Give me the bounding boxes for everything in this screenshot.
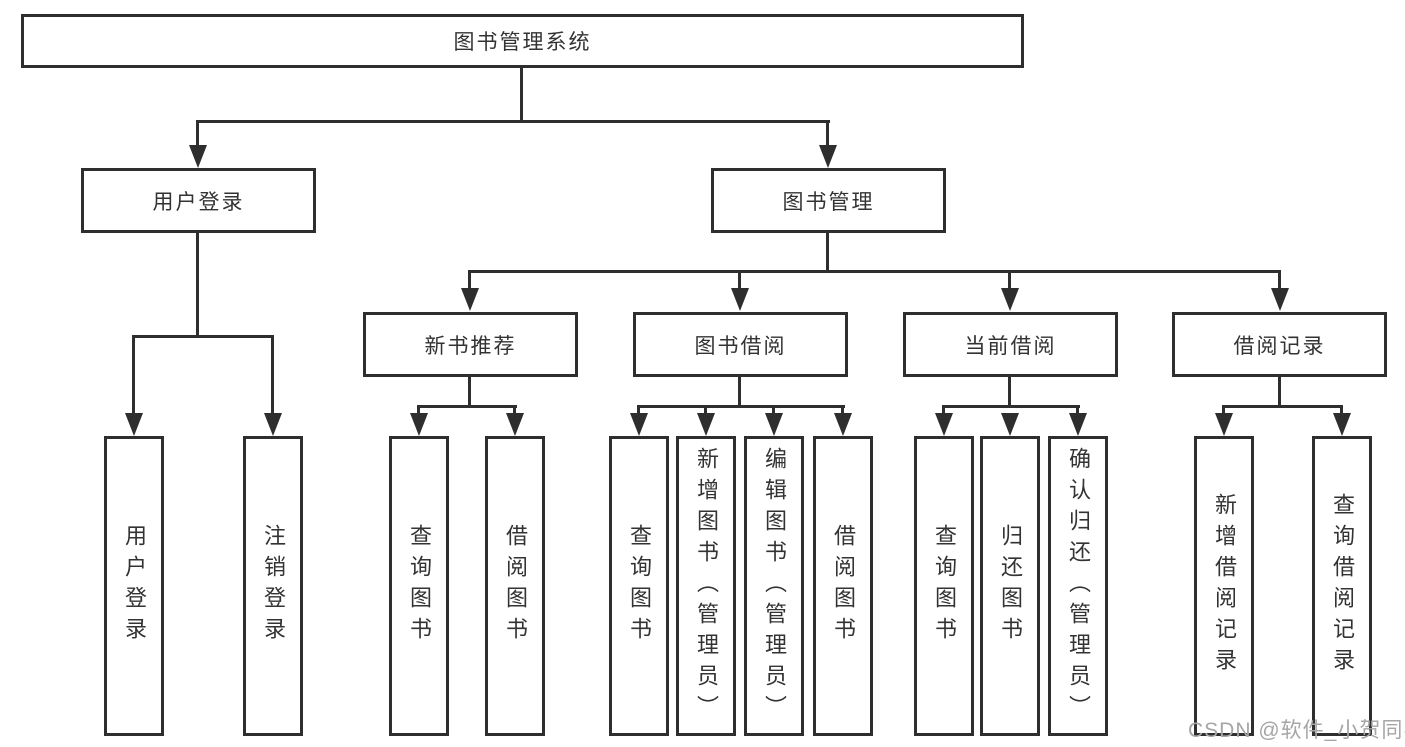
arrow-down-icon	[1069, 413, 1087, 436]
connector-line	[738, 270, 741, 292]
arrow-down-icon	[1001, 413, 1019, 436]
node-edit-book-admin: 编辑图书（管理员）	[744, 436, 804, 736]
node-root: 图书管理系统	[21, 14, 1024, 68]
node-current-borrow: 当前借阅	[903, 312, 1118, 377]
arrow-down-icon	[630, 413, 648, 436]
connector-line	[196, 120, 199, 148]
arrow-down-icon	[1271, 288, 1289, 311]
node-return-book: 归还图书	[980, 436, 1040, 736]
node-query-books-recommend: 查询图书	[389, 436, 449, 736]
connector-line	[417, 405, 517, 408]
node-return-book-label: 归还图书	[998, 524, 1023, 648]
node-query-books-borrow-label: 查询图书	[627, 524, 652, 648]
node-book-management: 图书管理	[711, 168, 946, 233]
node-user-login-leaf: 用户登录	[104, 436, 164, 736]
node-query-books-recommend-label: 查询图书	[407, 524, 432, 648]
node-borrow-books-recommend: 借阅图书	[485, 436, 545, 736]
connector-line	[513, 405, 516, 415]
arrow-down-icon	[264, 413, 282, 436]
node-current-borrow-label: 当前借阅	[964, 334, 1057, 358]
connector-line	[468, 377, 471, 408]
node-add-book-admin-label: 新增图书（管理员）	[694, 446, 719, 726]
connector-line	[841, 405, 844, 415]
connector-line	[468, 270, 1281, 273]
connector-line	[271, 335, 274, 415]
arrow-down-icon	[189, 145, 207, 168]
arrow-down-icon	[834, 413, 852, 436]
node-user-login-label: 用户登录	[152, 190, 245, 214]
node-query-books-current: 查询图书	[914, 436, 974, 736]
connector-line	[738, 377, 741, 408]
node-book-borrow-label: 图书借阅	[694, 334, 787, 358]
connector-line	[468, 270, 471, 292]
connector-line	[1222, 405, 1343, 408]
connector-line	[942, 405, 1080, 408]
arrow-down-icon	[697, 413, 715, 436]
arrow-down-icon	[461, 288, 479, 311]
node-book-borrow: 图书借阅	[633, 312, 848, 377]
arrow-down-icon	[1333, 413, 1351, 436]
node-borrow-books-leaf-label: 借阅图书	[831, 524, 856, 648]
node-add-book-admin: 新增图书（管理员）	[676, 436, 736, 736]
node-query-borrow-record: 查询借阅记录	[1312, 436, 1372, 736]
node-new-book-recommend: 新书推荐	[363, 312, 578, 377]
connector-line	[1278, 377, 1281, 408]
node-borrow-records-label: 借阅记录	[1233, 334, 1326, 358]
arrow-down-icon	[410, 413, 428, 436]
node-borrow-books-recommend-label: 借阅图书	[503, 524, 528, 648]
node-add-borrow-record: 新增借阅记录	[1194, 436, 1254, 736]
node-borrow-books-leaf: 借阅图书	[813, 436, 873, 736]
arrow-down-icon	[819, 145, 837, 168]
connector-line	[704, 405, 707, 415]
node-user-login-leaf-label: 用户登录	[122, 524, 147, 648]
connector-line	[520, 68, 523, 123]
connector-line	[1076, 405, 1079, 415]
arrow-down-icon	[1215, 413, 1233, 436]
node-book-management-label: 图书管理	[782, 190, 875, 214]
connector-line	[196, 120, 830, 123]
node-confirm-return-admin: 确认归还（管理员）	[1048, 436, 1108, 736]
arrow-down-icon	[765, 413, 783, 436]
node-confirm-return-admin-label: 确认归还（管理员）	[1066, 446, 1091, 726]
node-logout-label: 注销登录	[261, 524, 286, 648]
connector-line	[132, 335, 274, 338]
node-new-book-recommend-label: 新书推荐	[424, 334, 517, 358]
connector-line	[637, 405, 640, 415]
connector-line	[1008, 377, 1011, 408]
node-edit-book-admin-label: 编辑图书（管理员）	[762, 446, 787, 726]
connector-line	[1222, 405, 1225, 415]
node-logout: 注销登录	[243, 436, 303, 736]
node-query-borrow-record-label: 查询借阅记录	[1330, 493, 1355, 679]
connector-line	[1008, 270, 1011, 292]
node-add-borrow-record-label: 新增借阅记录	[1212, 493, 1237, 679]
connector-line	[826, 233, 829, 273]
arrow-down-icon	[125, 413, 143, 436]
node-borrow-records: 借阅记录	[1172, 312, 1387, 377]
arrow-down-icon	[935, 413, 953, 436]
node-query-books-current-label: 查询图书	[932, 524, 957, 648]
node-user-login: 用户登录	[81, 168, 316, 233]
node-root-label: 图书管理系统	[453, 31, 592, 54]
arrow-down-icon	[1001, 288, 1019, 311]
connector-line	[132, 335, 135, 415]
connector-line	[196, 233, 199, 338]
connector-line	[417, 405, 420, 415]
connector-line	[826, 120, 829, 148]
csdn-watermark: CSDN @软件_小贺同学	[1188, 719, 1405, 742]
connector-line	[1340, 405, 1343, 415]
connector-line	[942, 405, 945, 415]
connector-line	[1278, 270, 1281, 292]
connector-line	[637, 405, 845, 408]
connector-line	[772, 405, 775, 415]
node-query-books-borrow: 查询图书	[609, 436, 669, 736]
arrow-down-icon	[731, 288, 749, 311]
arrow-down-icon	[506, 413, 524, 436]
